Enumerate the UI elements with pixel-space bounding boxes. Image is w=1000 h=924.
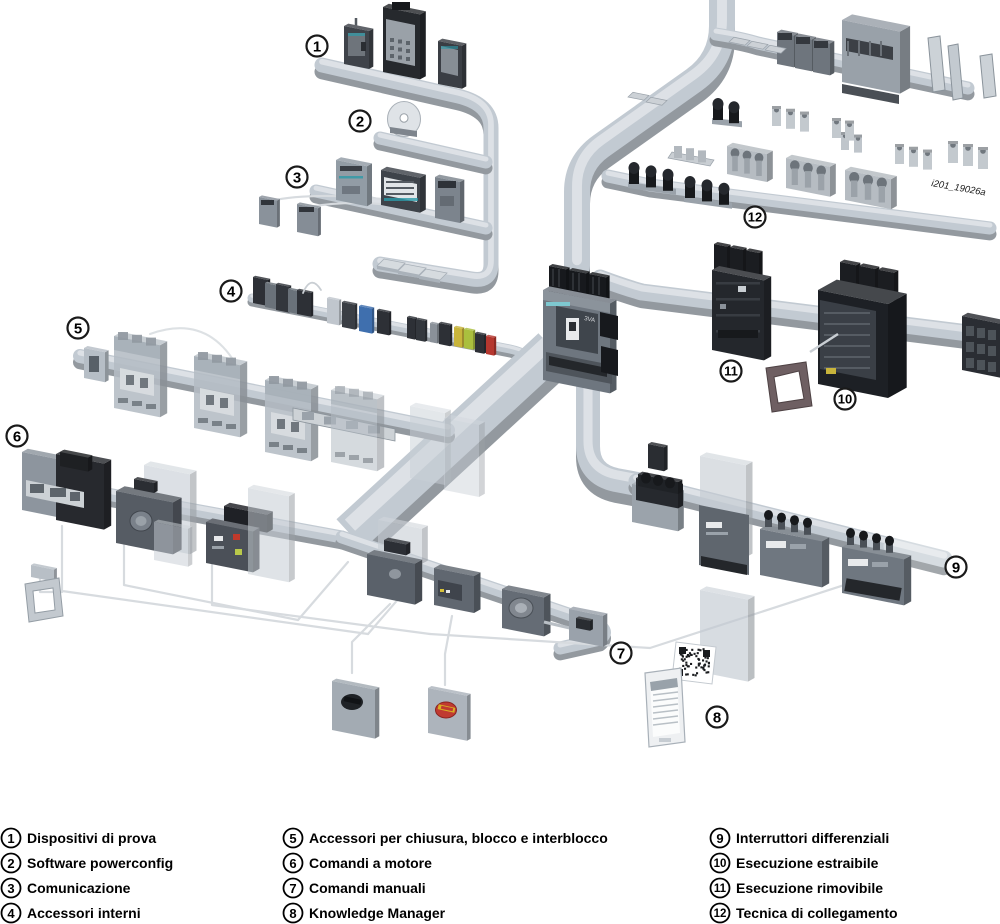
svg-text:i201_19026a: i201_19026a: [930, 178, 986, 198]
svg-text:Esecuzione estraibile: Esecuzione estraibile: [736, 855, 879, 871]
svg-text:Accessori per chiusura, blocco: Accessori per chiusura, blocco e interbl…: [309, 830, 608, 846]
svg-text:5: 5: [74, 320, 82, 337]
svg-text:2: 2: [356, 113, 364, 130]
svg-text:2: 2: [7, 856, 14, 871]
svg-text:9: 9: [952, 559, 960, 576]
svg-text:Tecnica di collegamento: Tecnica di collegamento: [736, 905, 898, 921]
svg-text:6: 6: [13, 428, 21, 445]
svg-text:Software powerconfig: Software powerconfig: [27, 855, 173, 871]
svg-text:1: 1: [7, 831, 14, 846]
svg-text:10: 10: [838, 392, 852, 407]
svg-text:Dispositivi di prova: Dispositivi di prova: [27, 830, 156, 846]
svg-text:4: 4: [227, 283, 236, 300]
svg-text:11: 11: [724, 364, 738, 379]
svg-text:8: 8: [289, 906, 296, 921]
svg-text:12: 12: [714, 908, 727, 920]
svg-text:Interruttori differenziali: Interruttori differenziali: [736, 830, 889, 846]
svg-text:Comandi a motore: Comandi a motore: [309, 855, 432, 871]
svg-text:Comunicazione: Comunicazione: [27, 880, 131, 896]
svg-text:10: 10: [714, 858, 727, 870]
svg-text:5: 5: [289, 831, 296, 846]
svg-text:8: 8: [713, 709, 721, 726]
svg-text:Comandi manuali: Comandi manuali: [309, 880, 426, 896]
svg-text:4: 4: [7, 906, 15, 921]
svg-text:1: 1: [313, 38, 321, 55]
svg-text:11: 11: [714, 883, 727, 895]
svg-text:9: 9: [716, 831, 723, 846]
svg-text:7: 7: [289, 881, 296, 896]
svg-text:Knowledge Manager: Knowledge Manager: [309, 905, 446, 921]
svg-text:Esecuzione rimovibile: Esecuzione rimovibile: [736, 880, 883, 896]
svg-text:6: 6: [289, 856, 296, 871]
svg-text:7: 7: [617, 645, 625, 662]
svg-text:3: 3: [7, 881, 14, 896]
svg-text:3: 3: [293, 169, 301, 186]
svg-text:3VA: 3VA: [584, 316, 596, 324]
svg-text:12: 12: [748, 210, 762, 225]
svg-text:Accessori interni: Accessori interni: [27, 905, 141, 921]
